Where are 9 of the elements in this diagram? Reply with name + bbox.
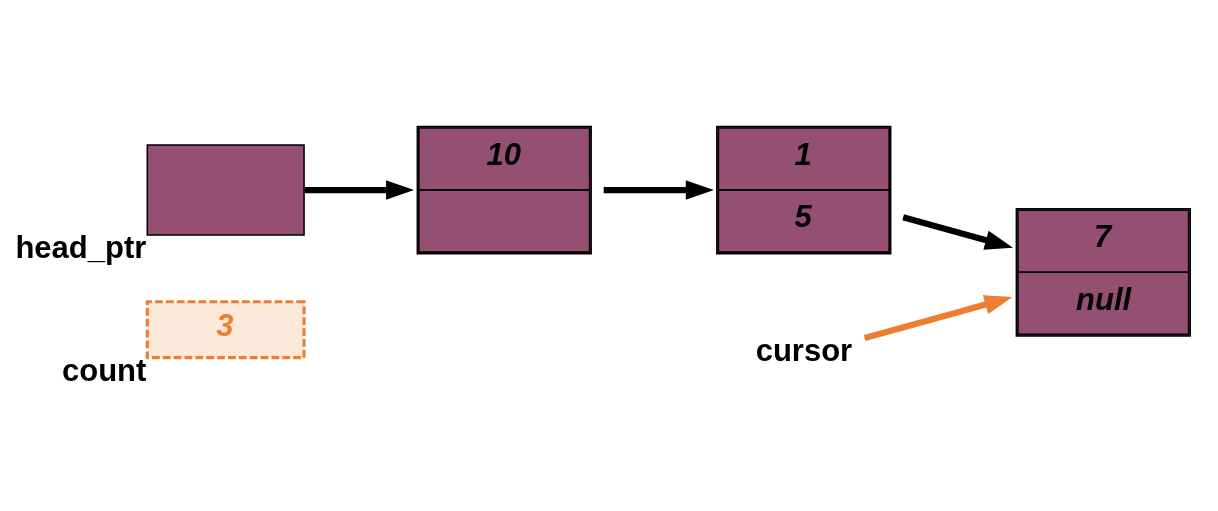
node-label: count — [61, 352, 147, 388]
node-box: 3 — [145, 299, 306, 359]
node-box — [146, 143, 305, 236]
arrow — [603, 179, 714, 200]
node-label: head_ptr — [15, 229, 147, 265]
arrow — [863, 294, 1013, 341]
node-text: cursor — [755, 332, 853, 368]
arrow — [902, 213, 1013, 250]
arrow — [304, 179, 415, 200]
